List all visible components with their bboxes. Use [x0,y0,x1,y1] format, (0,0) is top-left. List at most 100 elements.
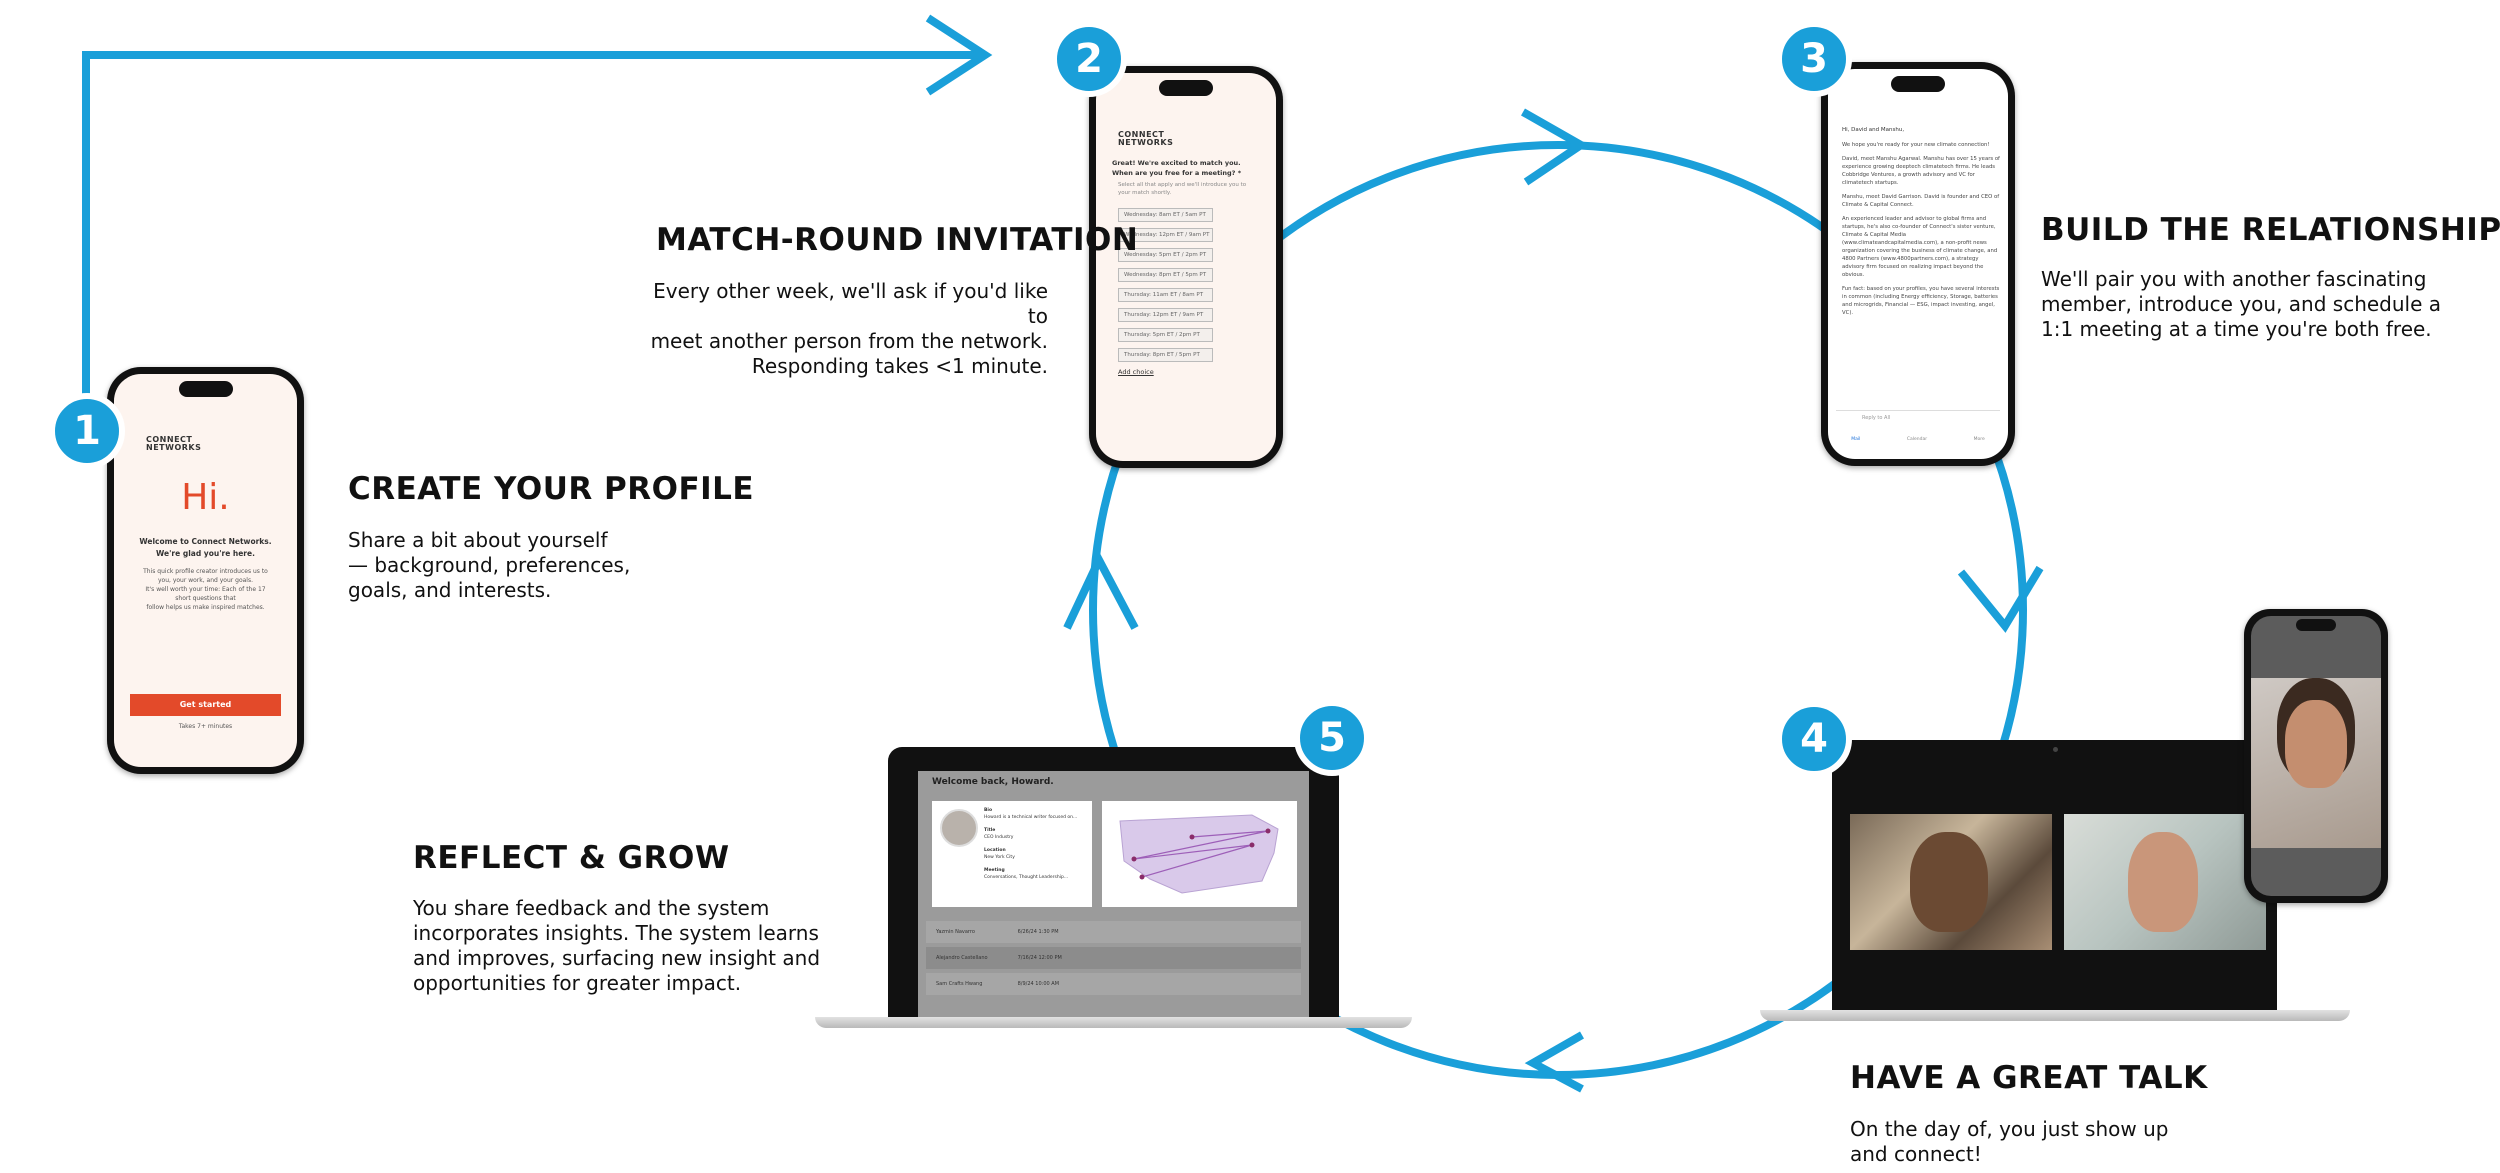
email-phone-screen: Hi, David and Manshu, We hope you're rea… [1828,69,2008,459]
participant-face [2128,832,2198,932]
match-name: Yazmin Navarro [936,929,975,935]
step-1-badge: 1 [49,393,125,469]
time-slot-option[interactable]: Wednesday: 12pm ET / 9am PT [1118,228,1213,242]
map-node [1139,874,1145,880]
availability-hint: Select all that apply and we'll introduc… [1118,182,1247,196]
step-5-description: You share feedback and the system incorp… [413,896,821,995]
time-slot-option[interactable]: Thursday: 12pm ET / 9am PT [1118,308,1213,322]
avatar [940,809,978,847]
intro-text: This quick profile creator introduces us… [143,568,268,611]
invitation-phone-screen: CONNECT NETWORKS Great! We're excited to… [1096,73,1276,461]
participant-face [1910,832,1988,932]
video-call-phone-screen [2251,616,2381,896]
step-1-description: Share a bit about yourself — background,… [348,528,631,602]
profile-line: Location [984,848,1006,853]
add-choice-link[interactable]: Add choice [1118,368,1154,376]
entry-arrow [82,51,985,405]
tab-more[interactable]: More [1973,437,1985,442]
connection-line [1133,844,1253,860]
connection-line [1133,830,1269,860]
step-4-title: HAVE A GREAT TALK [1850,1060,2208,1096]
step-5-title: REFLECT & GROW [413,840,730,876]
invitation-phone: CONNECT NETWORKS Great! We're excited to… [1089,66,1283,468]
connect-networks-logo: CONNECT NETWORKS [146,435,202,452]
time-slot-option[interactable]: Wednesday: 8pm ET / 5pm PT [1118,268,1213,282]
email-paragraph: Manshu, meet David Garrison. David is fo… [1842,194,2000,208]
profile-line: CEO Industry [984,835,1014,840]
network-map [1102,801,1297,907]
table-row[interactable]: Sam Crafts Hwang 8/9/24 10:00 AM [926,973,1301,995]
camera-dot [2052,747,2058,752]
duration-note: Takes 7+ minutes [178,723,233,730]
time-slot-option[interactable]: Wednesday: 5pm ET / 2pm PT [1118,248,1213,262]
dashboard-laptop: Welcome back, Howard. Bio Howard is a te… [888,747,1339,1017]
profile-line: Meeting [984,868,1005,873]
step-2-title: MATCH-ROUND INVITATION [656,222,1139,258]
match-date: 6/26/24 1:30 PM [1017,929,1059,935]
laptop-base [1760,1010,2350,1021]
time-slot-list: Wednesday: 8am ET / 5am PT Wednesday: 12… [1118,208,1213,376]
profile-line: Conversations, Thought Leadership... [984,875,1069,880]
table-row[interactable]: Alejandro Castellano 7/16/24 12:00 PM [926,947,1301,969]
match-name: Sam Crafts Hwang [936,981,983,987]
connect-networks-logo: CONNECT NETWORKS [1118,130,1174,147]
map-node [1249,842,1255,848]
time-slot-option[interactable]: Thursday: 8pm ET / 5pm PT [1118,348,1213,362]
match-name: Alejandro Castellano [936,955,988,961]
step-5-badge: 5 [1294,700,1370,776]
get-started-button[interactable]: Get started [130,694,281,716]
participant-tile-2 [2064,814,2266,950]
caller-video [2251,678,2381,848]
profile-card: Bio Howard is a technical writer focused… [932,801,1092,907]
reply-bar[interactable]: Reply to All [1836,410,2000,425]
connection-line [1191,830,1269,838]
email-paragraph: An experienced leader and advisor to glo… [1842,216,1998,278]
laptop-base [815,1017,1412,1028]
step-3-title: BUILD THE RELATIONSHIP [2041,212,2500,248]
video-call-laptop [1832,740,2277,1010]
greeting-heading: Hi. [181,477,230,518]
dashboard-welcome: Welcome back, Howard. [932,777,1054,787]
caller-face [2285,700,2347,788]
time-slot-option[interactable]: Wednesday: 8am ET / 5am PT [1118,208,1213,222]
loop-arrowhead-right [1957,565,2044,633]
tab-calendar[interactable]: Calendar [1906,437,1928,442]
email-greeting: Hi, David and Manshu, [1842,127,1905,133]
email-paragraph: Fun fact: based on your profiles, you ha… [1842,286,2000,316]
email-phone: Hi, David and Manshu, We hope you're rea… [1821,62,2015,466]
time-slot-option[interactable]: Thursday: 11am ET / 8am PT [1118,288,1213,302]
email-body: We hope you're ready for your new climat… [1842,141,2000,323]
step-4-description: On the day of, you just show up and conn… [1850,1117,2169,1166]
dashboard-screen: Welcome back, Howard. Bio Howard is a te… [918,771,1309,1017]
map-node [1189,834,1195,840]
loop-arrowhead-left [1063,551,1139,630]
us-map-graphic [1119,814,1279,894]
table-row[interactable]: Yazmin Navarro 6/26/24 1:30 PM [926,921,1301,943]
match-date: 7/16/24 12:00 PM [1017,955,1062,961]
tab-mail[interactable]: Mail [1851,437,1861,442]
profile-line: Title [984,828,996,833]
step-2-description: Every other week, we'll ask if you'd lik… [650,279,1048,378]
step-4-badge: 4 [1776,701,1852,777]
time-slot-option[interactable]: Thursday: 5pm ET / 2pm PT [1118,328,1213,342]
participant-tile-1 [1850,814,2052,950]
profile-phone: CONNECT NETWORKS Hi. Welcome to Connect … [107,367,304,774]
profile-line: New York City [984,855,1015,860]
video-call-phone [2244,609,2388,903]
email-paragraph: We hope you're ready for your new climat… [1842,142,1990,148]
step-3-description: We'll pair you with another fascinating … [2041,267,2442,341]
email-paragraph: David, meet Manshu Agarwal. Manshu has o… [1842,156,2000,186]
availability-question: Great! We're excited to match you. When … [1112,159,1242,177]
profile-details: Bio Howard is a technical writer focused… [984,807,1088,881]
match-date: 8/9/24 10:00 AM [1017,981,1060,987]
loop-arrowhead-bottom [1524,1031,1584,1093]
connection-line [1141,844,1253,878]
welcome-text: Welcome to Connect Networks. We're glad … [139,537,272,558]
profile-line: Bio [984,808,993,813]
map-node [1131,856,1137,862]
step-1-title: CREATE YOUR PROFILE [348,471,755,507]
dynamic-island [1159,80,1213,96]
dynamic-island [1891,76,1945,92]
